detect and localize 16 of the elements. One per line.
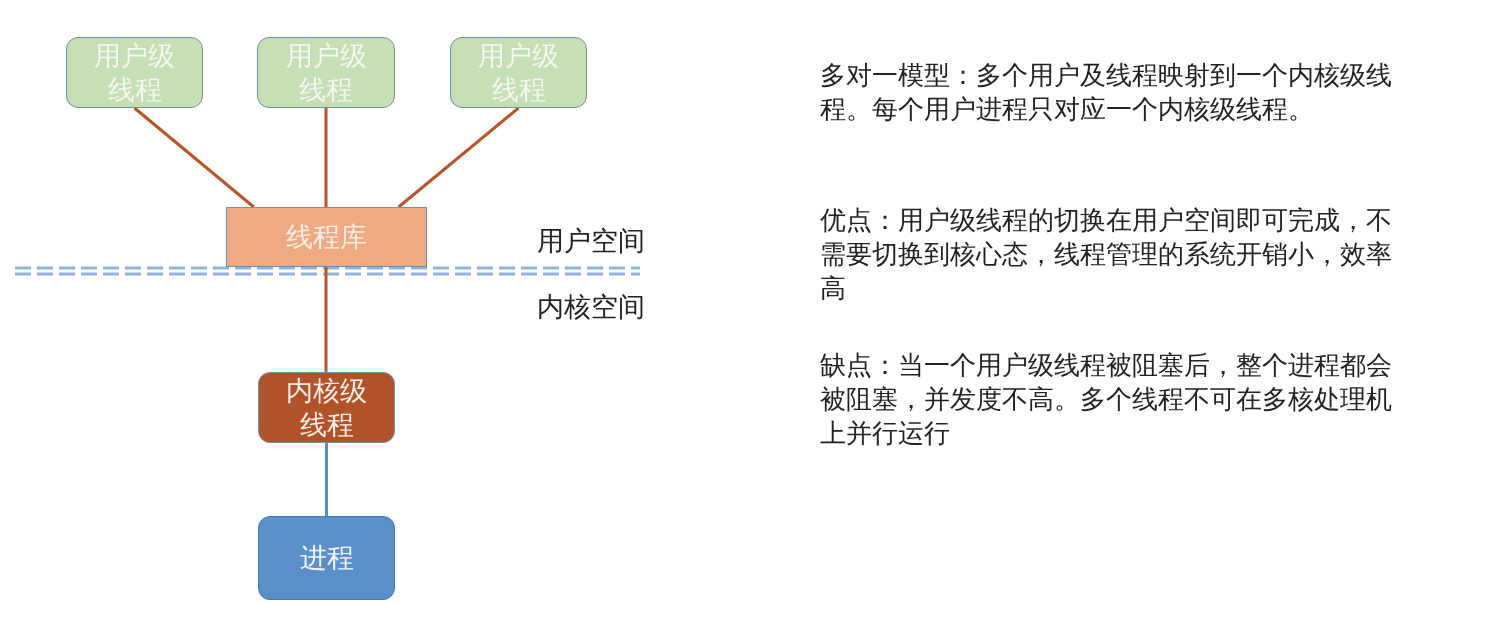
connector-line: [324, 267, 328, 372]
connector-line: [324, 108, 328, 207]
thread-box: 用户级线程: [257, 37, 395, 108]
region-label: 内核空间: [537, 290, 646, 324]
region-label: 用户空间: [537, 224, 646, 258]
thread-box: 用户级线程: [66, 37, 203, 108]
library-box: 线程库: [226, 207, 427, 267]
connector-line: [397, 106, 520, 209]
connector-line: [133, 106, 255, 209]
paragraph: 多对一模型：多个用户及线程映射到一个内核级线程。每个用户进程只对应一个内核级线程。: [820, 59, 1393, 126]
thread-box: 用户级线程: [450, 37, 587, 108]
process-box: 进程: [258, 516, 395, 600]
kernel-thread-box: 内核级线程: [258, 372, 395, 443]
connector-line: [325, 443, 328, 516]
paragraph: 优点：用户级线程的切换在用户空间即可完成，不需要切换到核心态，线程管理的系统开销小，效率高: [820, 204, 1393, 305]
paragraph: 缺点：当一个用户级线程被阻塞后，整个进程都会被阻塞，并发度不高。多个线程不可在多核处理机上并行运行: [820, 349, 1393, 450]
